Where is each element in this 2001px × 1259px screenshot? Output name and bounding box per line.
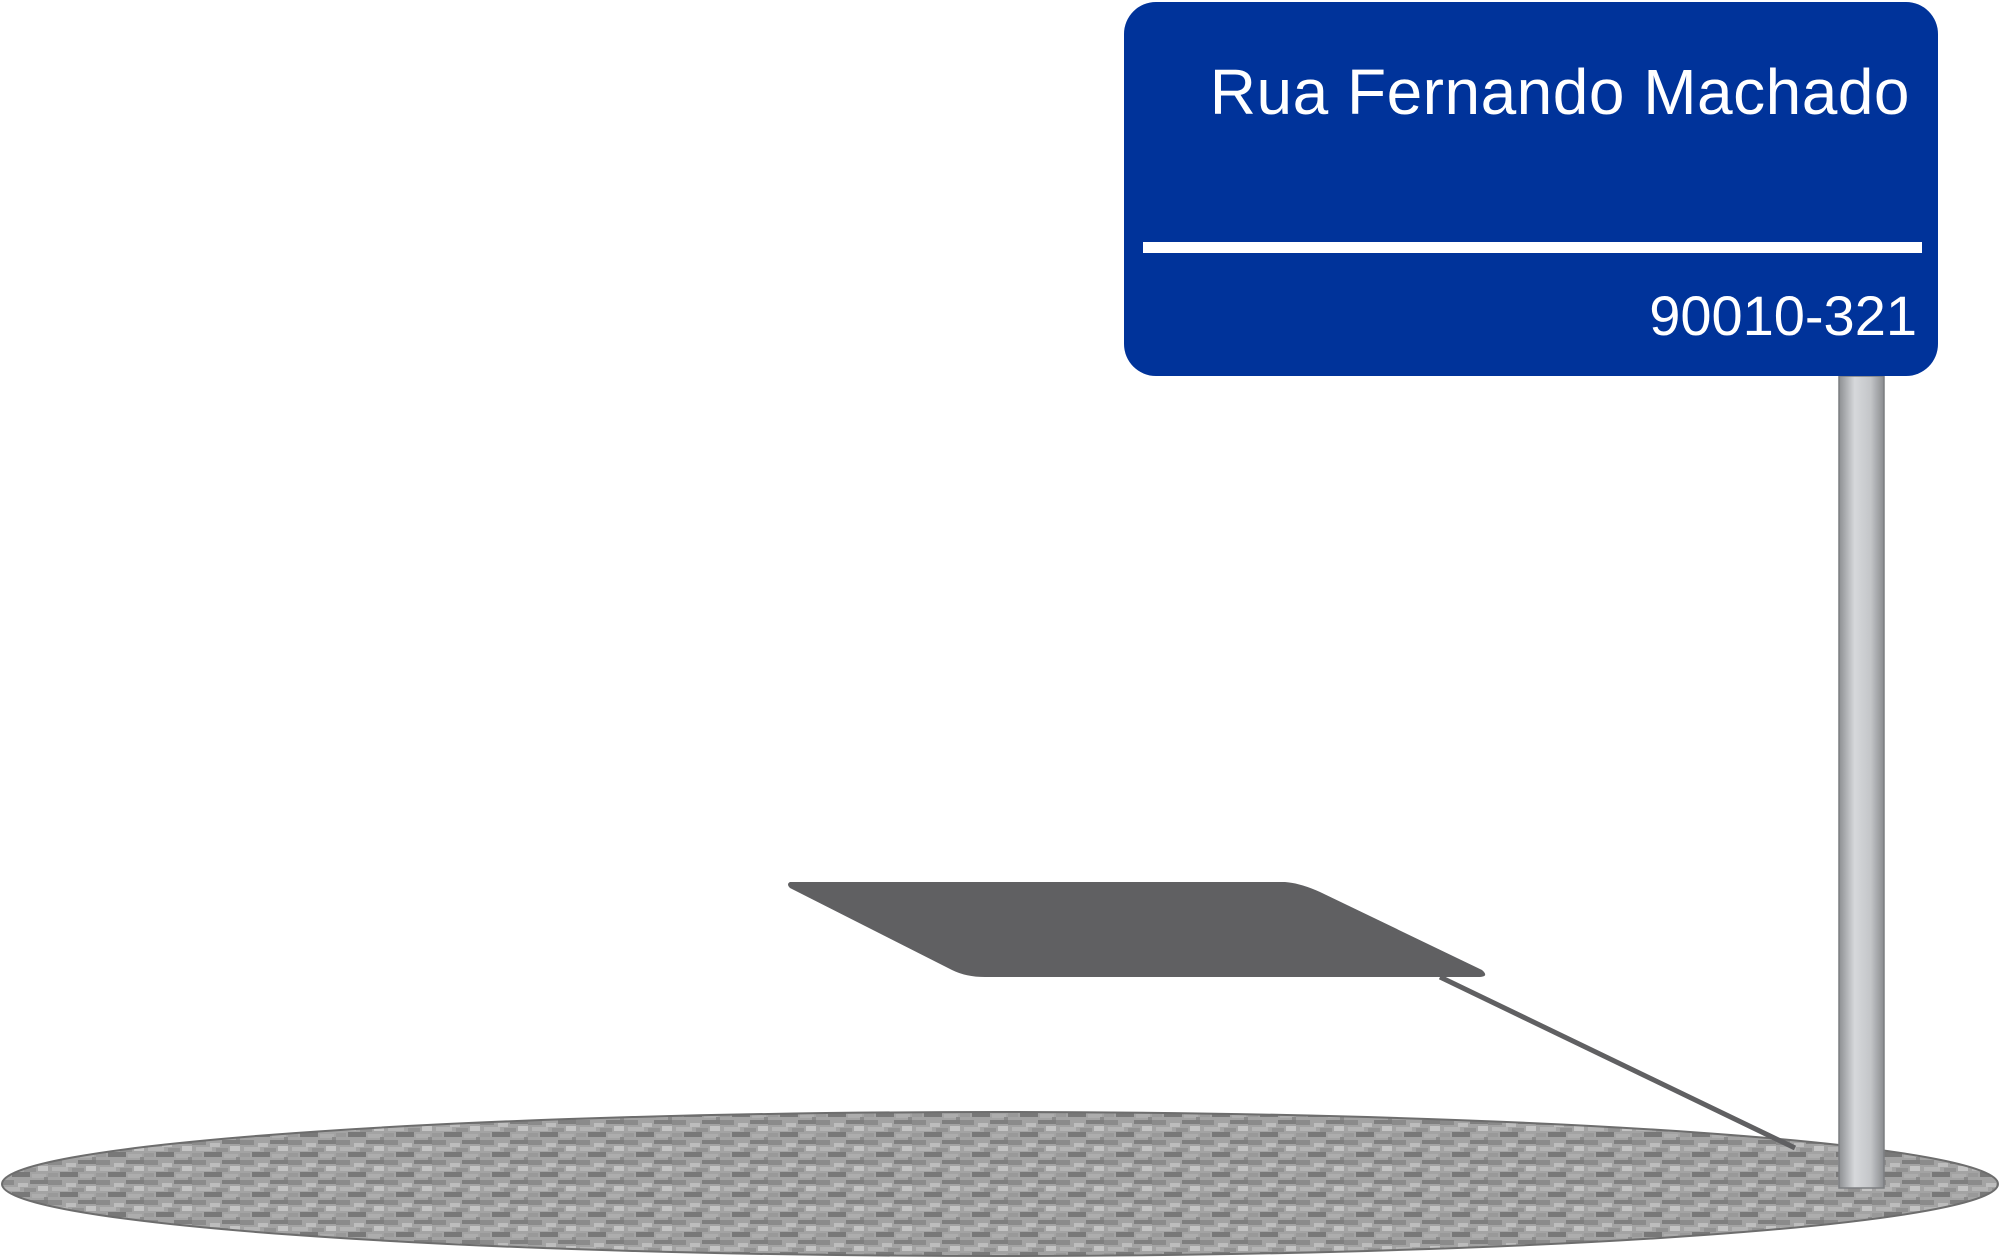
street-sign: Rua Fernando Machado 90010-321 — [1124, 2, 1938, 376]
postal-code-label: 90010-321 — [1649, 284, 1917, 347]
pavement-icon — [1, 1111, 1999, 1257]
street-sign-post-icon — [1838, 375, 1885, 1189]
pole-shadow-icon — [1438, 974, 1797, 1151]
street-name-label: Rua Fernando Machado — [1209, 56, 1910, 128]
sign-shadow-icon — [788, 882, 1486, 977]
sign-divider — [1143, 242, 1922, 253]
